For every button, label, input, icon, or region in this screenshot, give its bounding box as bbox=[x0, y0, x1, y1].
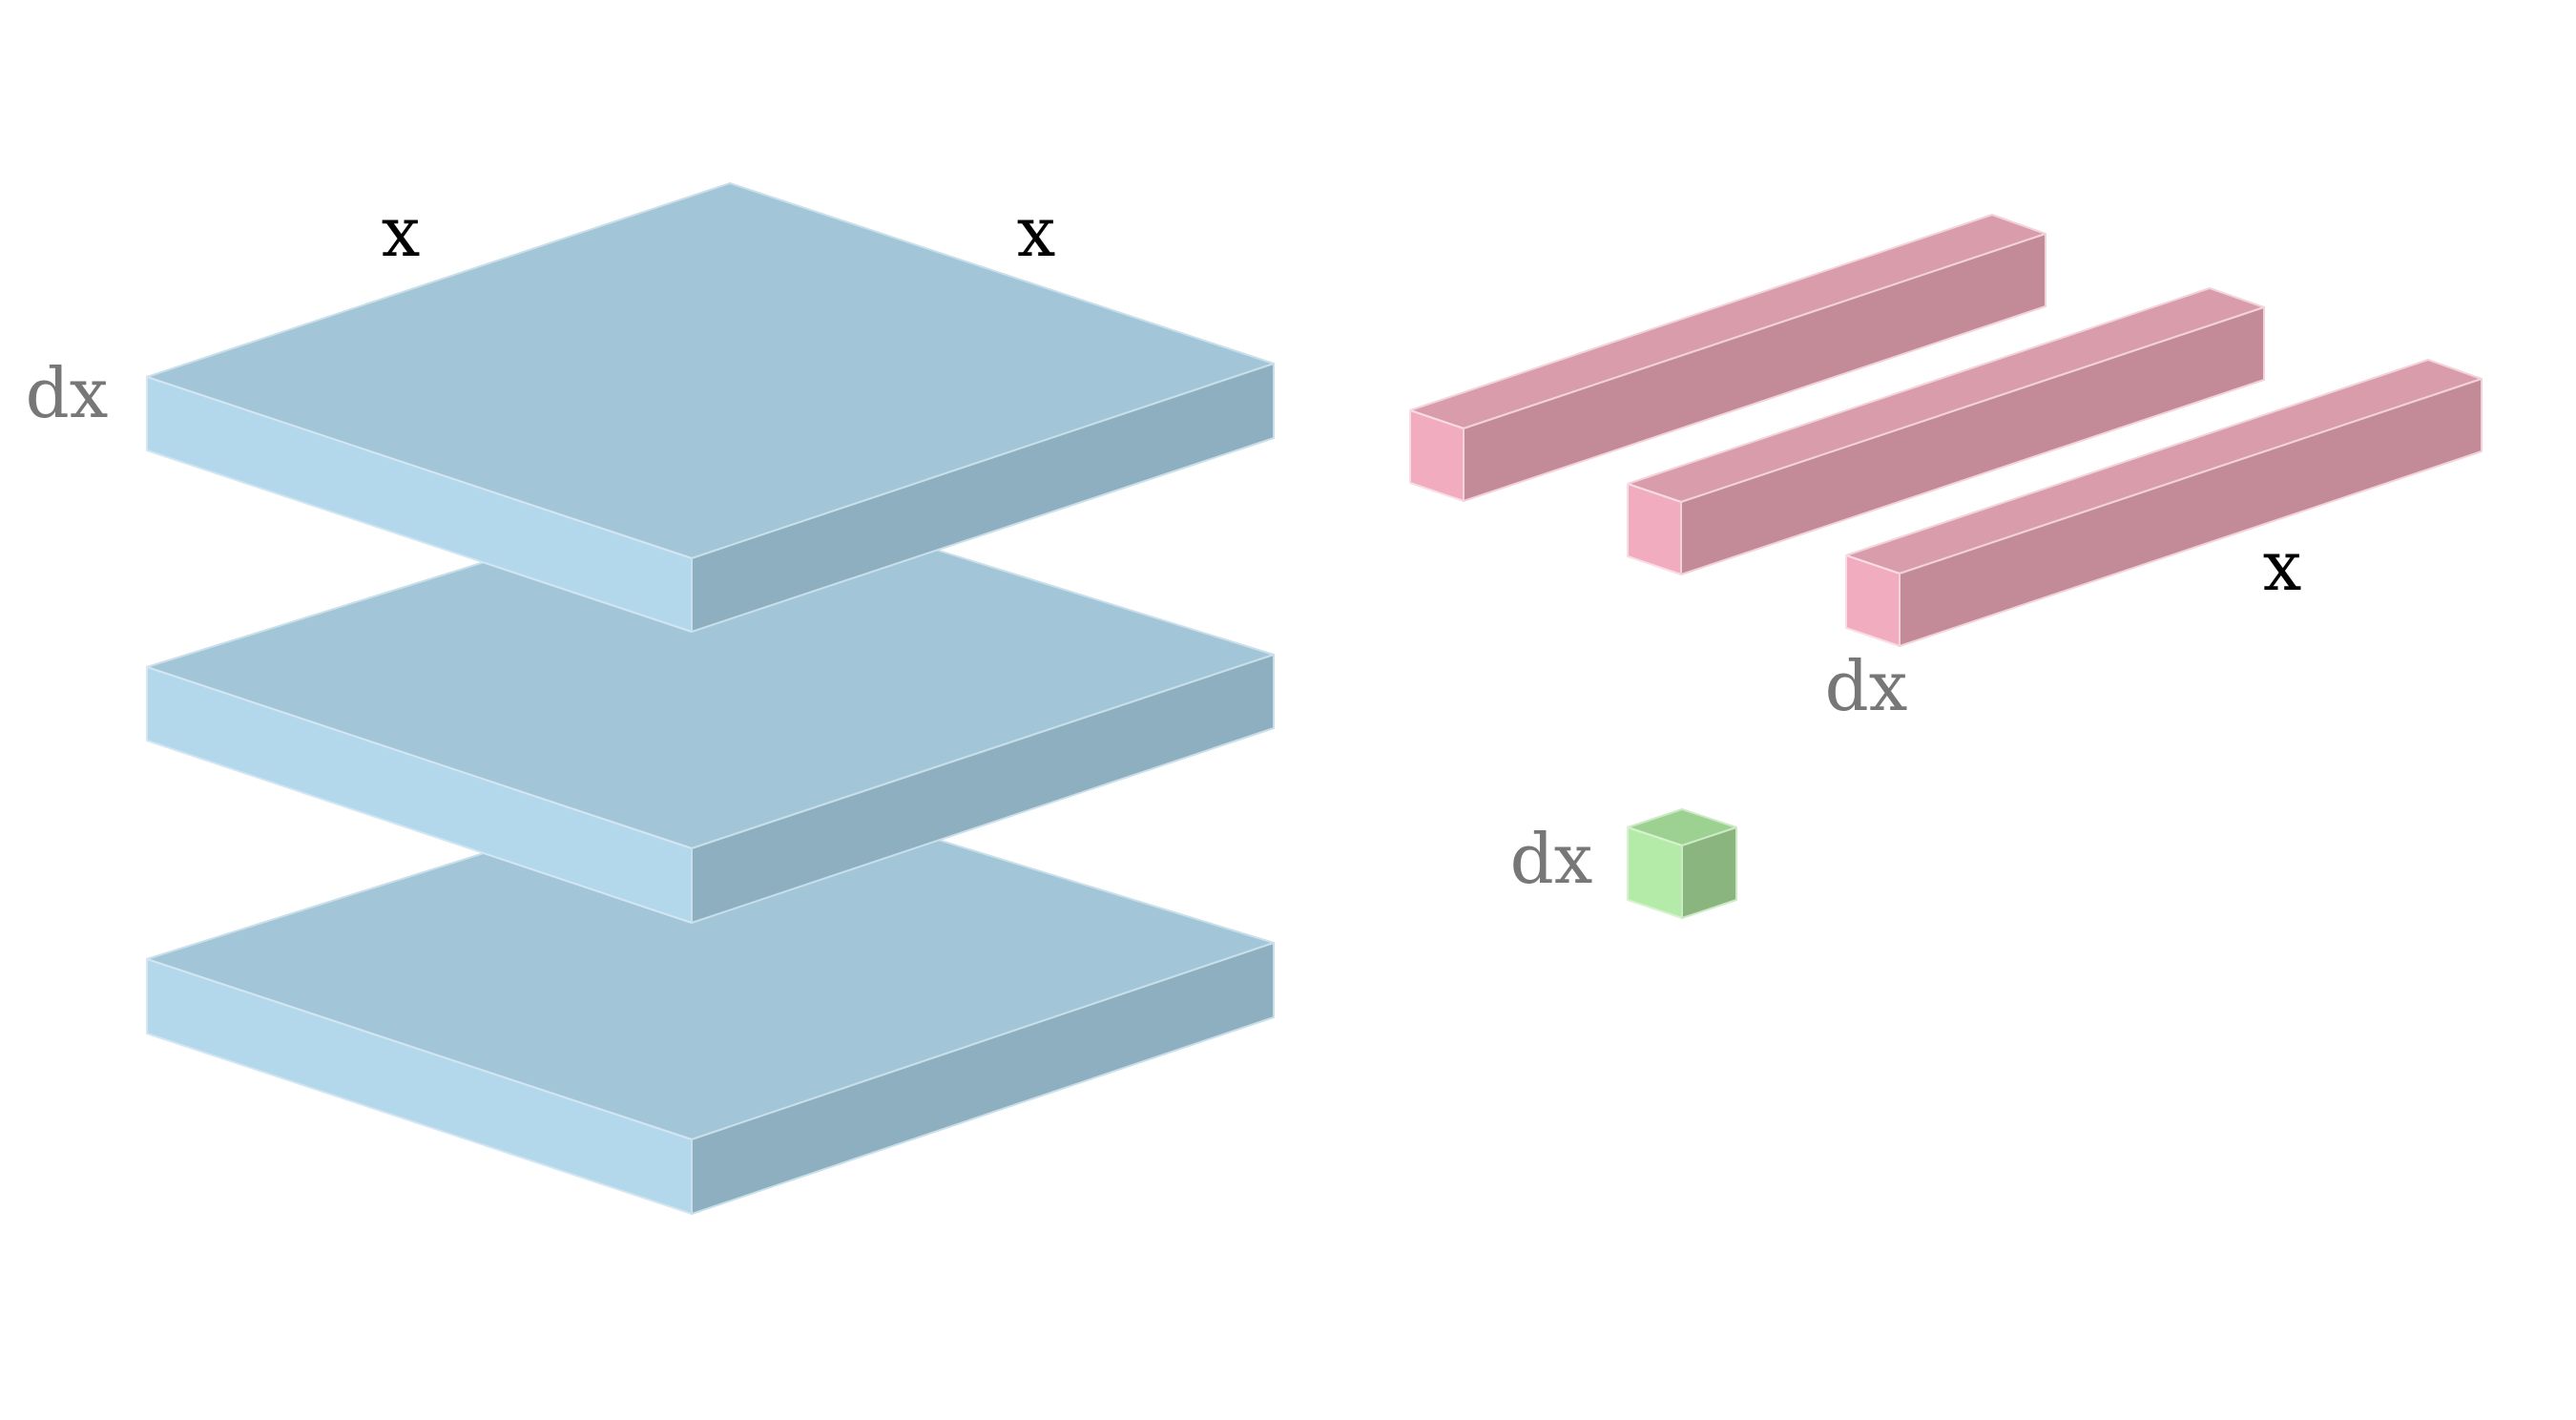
slab-top bbox=[146, 182, 1275, 633]
slab-thickness-label: dx bbox=[26, 353, 109, 433]
slab-top-right-face bbox=[691, 363, 1275, 633]
rod-2 bbox=[1627, 287, 2265, 575]
slab-bottom-right-face bbox=[691, 942, 1275, 1215]
slab-width-label: x bbox=[382, 192, 421, 272]
rod-thickness-label: dx bbox=[1825, 646, 1908, 726]
rod-2-side-face bbox=[1680, 306, 2265, 575]
rod-3 bbox=[1845, 359, 2483, 647]
slab-bottom bbox=[146, 775, 1275, 1215]
cube-right-face bbox=[1681, 826, 1737, 919]
rod-length-label: x bbox=[2263, 526, 2302, 606]
slab-middle bbox=[146, 485, 1275, 924]
cube bbox=[1627, 808, 1737, 919]
slab-depth-label: x bbox=[1017, 192, 1056, 272]
slab-middle-right-face bbox=[691, 654, 1275, 924]
rod-1 bbox=[1409, 214, 2046, 502]
cube-side-label: dx bbox=[1510, 819, 1593, 899]
rod-3-side-face bbox=[1899, 378, 2483, 647]
rod-1-side-face bbox=[1463, 233, 2046, 502]
